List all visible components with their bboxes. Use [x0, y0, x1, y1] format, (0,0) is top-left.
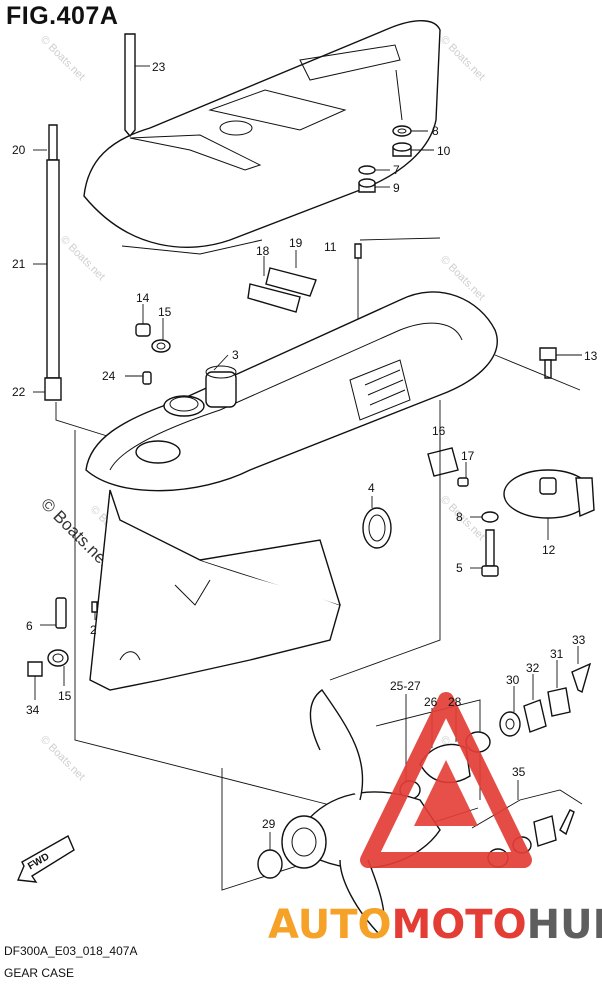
callout-17: 17 [461, 449, 475, 463]
callout-32: 32 [526, 661, 540, 675]
callout-11: 11 [324, 240, 337, 254]
callout-8: 8 [432, 124, 439, 138]
shift-rod-assembly [33, 124, 121, 441]
callout-25-27: 25-27 [390, 679, 421, 693]
watermark-text: © Boats.net [38, 34, 87, 83]
callout-34: 34 [26, 703, 40, 717]
callout-4: 4 [368, 481, 375, 495]
parts-24-3 [125, 354, 229, 385]
part-23-pin [124, 33, 150, 138]
automotohub-logo: AUTOMOTOHUB [268, 692, 602, 948]
top-cover [83, 20, 441, 255]
parts-34-15 [27, 649, 69, 700]
parts-14-15 [135, 304, 171, 353]
callout-labels: 23 8 10 7 9 20 21 22 18 19 11 14 15 3 24… [12, 60, 598, 831]
watermark-text: © Boats.net [438, 34, 487, 83]
part-12-trim-tab [503, 469, 595, 540]
callout-20: 20 [12, 143, 26, 157]
part-13-bolt [539, 347, 582, 379]
gear-case-housing [85, 291, 498, 691]
model-code: DF300A_E03_018_407A [4, 944, 138, 958]
logo-hub: HUB [527, 902, 602, 948]
callout-18: 18 [256, 244, 270, 258]
callout-14: 14 [136, 291, 150, 305]
callout-9: 9 [393, 181, 400, 195]
logo-moto: MOTO [392, 902, 527, 948]
logo-text: AUTOMOTOHUB [268, 902, 602, 948]
callout-23: 23 [152, 60, 166, 74]
callout-2: 2 [90, 623, 97, 637]
assembly-guide-lines [74, 237, 581, 806]
callout-29: 29 [262, 817, 276, 831]
parts-6-2 [40, 597, 98, 629]
hub-hardware-parts [499, 646, 592, 737]
callout-24: 24 [102, 369, 116, 383]
callout-19: 19 [289, 236, 303, 250]
callout-21: 21 [12, 257, 26, 271]
part-4-seal [362, 496, 392, 549]
parts-16-17 [427, 437, 469, 487]
parts-18-19-pads [247, 250, 317, 313]
callout-12: 12 [542, 543, 556, 557]
callout-3: 3 [232, 348, 239, 362]
small-hardware-top-right [358, 125, 434, 193]
callout-5: 5 [456, 561, 463, 575]
fwd-direction-marker: FWD [16, 835, 75, 883]
callout-22: 22 [12, 385, 26, 399]
callout-31: 31 [550, 647, 564, 661]
callout-13: 13 [584, 349, 598, 363]
callout-33: 33 [572, 633, 586, 647]
callout-15: 15 [158, 305, 172, 319]
callout-26: 26 [424, 695, 438, 709]
callout-15b: 15 [58, 689, 72, 703]
callout-35: 35 [512, 765, 526, 779]
parts-8-5 [470, 511, 499, 577]
callout-30: 30 [506, 673, 520, 687]
figure-title: FIG.407A [6, 2, 119, 30]
callout-28: 28 [448, 695, 462, 709]
logo-auto: AUTO [268, 902, 392, 948]
watermark-text: © Boats.net [58, 234, 107, 283]
section-name: GEAR CASE [4, 966, 75, 980]
callout-8b: 8 [456, 510, 463, 524]
callout-16: 16 [432, 424, 446, 438]
callout-10: 10 [437, 144, 451, 158]
callout-6: 6 [26, 619, 33, 633]
propeller [257, 689, 441, 937]
callout-7: 7 [393, 163, 400, 177]
